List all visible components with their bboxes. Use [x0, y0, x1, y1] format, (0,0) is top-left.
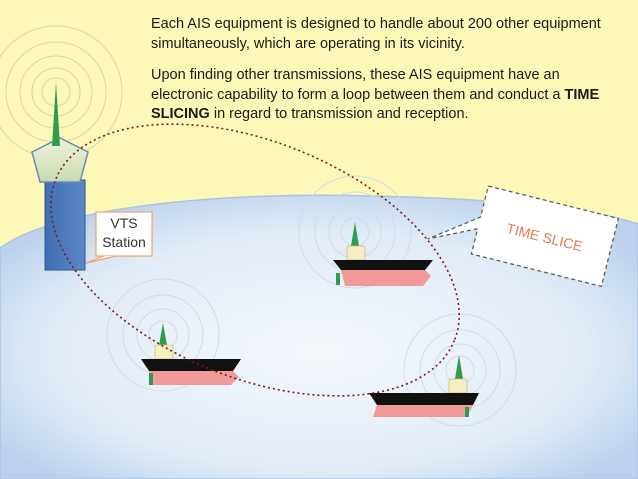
antenna-icon — [351, 222, 359, 246]
vts-station-label: VTS Station — [98, 214, 150, 252]
antenna-icon — [159, 323, 167, 345]
ship-icon — [141, 323, 241, 385]
paragraph-ais-capacity: Each AIS equipment is designed to handle… — [151, 15, 621, 54]
paragraph-2-text-end: in regard to transmission and reception. — [209, 106, 469, 122]
vts-label-line2: Station — [102, 234, 146, 250]
ship-icon — [369, 355, 479, 417]
time-slice-callout: TIME SLICE — [427, 185, 620, 288]
antenna-icon — [52, 82, 60, 146]
vts-callout — [85, 211, 153, 264]
vts-label-line1: VTS — [110, 215, 138, 231]
antenna-icon — [455, 355, 463, 379]
paragraph-time-slicing: Upon finding other transmissions, these … — [151, 66, 621, 125]
paragraph-2-text-start: Upon finding other transmissions, these … — [151, 67, 565, 103]
paragraph-1-text: Each AIS equipment is designed to handle… — [151, 16, 601, 52]
signal-rings-icon — [403, 313, 517, 427]
ship-icon — [333, 222, 433, 286]
time-slicing-emphasis: TIME SLICING — [151, 86, 600, 123]
